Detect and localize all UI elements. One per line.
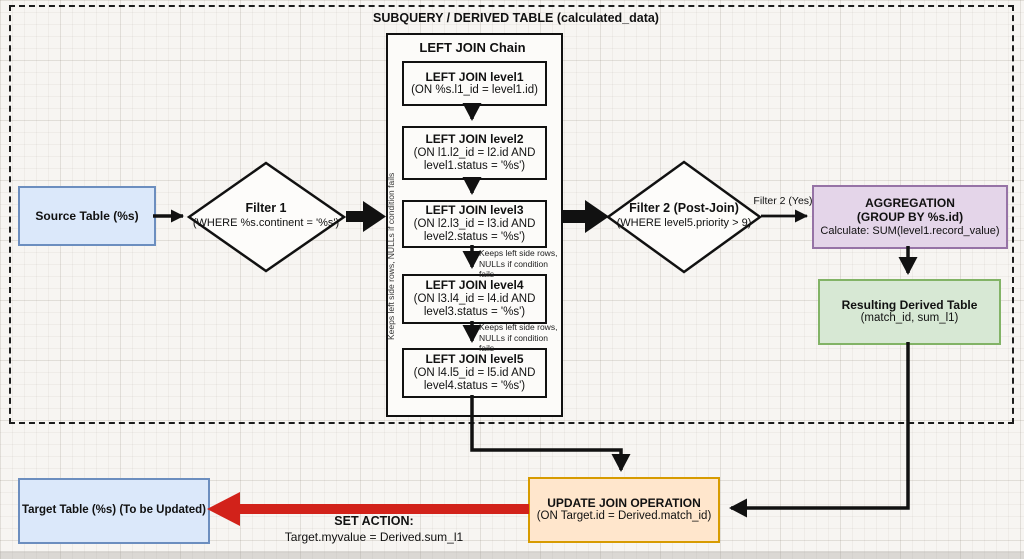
source-table-label: Source Table (%s): [35, 208, 139, 223]
set-action-detail: Target.myvalue = Derived.sum_l1: [284, 529, 464, 544]
chain-side-note: Keeps left side rows, NULLs if condition…: [386, 172, 396, 340]
node-left-join-level2: LEFT JOIN level2 (ON l1.l2_id = l2.id AN…: [402, 126, 547, 180]
aggregation-title: AGGREGATION (GROUP BY %s.id): [856, 196, 964, 225]
set-action-label: SET ACTION: Target.myvalue = Derived.sum…: [262, 514, 486, 545]
node-aggregation: AGGREGATION (GROUP BY %s.id) Calculate: …: [812, 185, 1008, 249]
photo-edge-band: [0, 551, 1024, 559]
node-left-join-level4: LEFT JOIN level4 (ON l3.l4_id = l4.id AN…: [402, 274, 547, 324]
node-left-join-level3: LEFT JOIN level3 (ON l2.l3_id = l3.id AN…: [402, 200, 547, 248]
filter2-condition: (WHERE level5.priority > 9): [616, 216, 752, 229]
node-left-join-level5: LEFT JOIN level5 (ON l4.l5_id = l5.id AN…: [402, 348, 547, 398]
step-title: LEFT JOIN level2: [425, 132, 524, 147]
node-resulting-derived-table: Resulting Derived Table (match_id, sum_l…: [818, 279, 1001, 345]
filter2-label: Filter 2 (Post-Join) (WHERE level5.prior…: [605, 201, 763, 230]
step-condition: (ON l2.l3_id = l3.id AND level2.status =…: [413, 217, 536, 244]
filter1-condition: (WHERE %s.continent = '%s'): [192, 216, 340, 229]
subquery-title: SUBQUERY / DERIVED TABLE (calculated_dat…: [373, 11, 659, 25]
join-note-level3-4: Keeps left side rows, NULLs if condition…: [479, 248, 558, 280]
aggregation-detail: Calculate: SUM(level1.record_value): [820, 224, 1000, 237]
step-condition: (ON l4.l5_id = l5.id AND level4.status =…: [413, 366, 536, 393]
step-condition: (ON %s.l1_id = level1.id): [411, 83, 538, 96]
update-detail: (ON Target.id = Derived.match_id): [536, 510, 712, 523]
filter1-title: Filter 1: [245, 201, 287, 215]
filter2-yes-label: Filter 2 (Yes): [753, 195, 813, 207]
node-update-join-operation: UPDATE JOIN OPERATION (ON Target.id = De…: [528, 477, 720, 543]
resulting-title: Resulting Derived Table: [841, 297, 978, 312]
join-note-level4-5: Keeps left side rows, NULLs if condition…: [479, 322, 558, 354]
step-condition: (ON l3.l4_id = l4.id AND level3.status =…: [413, 292, 536, 319]
step-condition: (ON l1.l2_id = l2.id AND level1.status =…: [413, 146, 536, 173]
update-title: UPDATE JOIN OPERATION: [547, 495, 701, 510]
filter2-title: Filter 2 (Post-Join): [629, 201, 739, 215]
node-left-join-level1: LEFT JOIN level1 (ON %s.l1_id = level1.i…: [402, 61, 547, 106]
step-title: LEFT JOIN level3: [425, 203, 524, 218]
node-source-table: Source Table (%s): [18, 186, 156, 246]
step-title: LEFT JOIN level4: [425, 278, 524, 293]
step-title: LEFT JOIN level5: [425, 352, 524, 367]
left-join-chain-title: LEFT JOIN Chain: [419, 40, 526, 55]
step-title: LEFT JOIN level1: [425, 69, 524, 84]
target-table-label: Target Table (%s) (To be Updated): [21, 504, 206, 517]
resulting-detail: (match_id, sum_l1): [860, 312, 959, 325]
filter1-label: Filter 1 (WHERE %s.continent = '%s'): [185, 201, 347, 230]
set-action-title: SET ACTION:: [334, 514, 414, 528]
node-target-table: Target Table (%s) (To be Updated): [18, 478, 210, 544]
